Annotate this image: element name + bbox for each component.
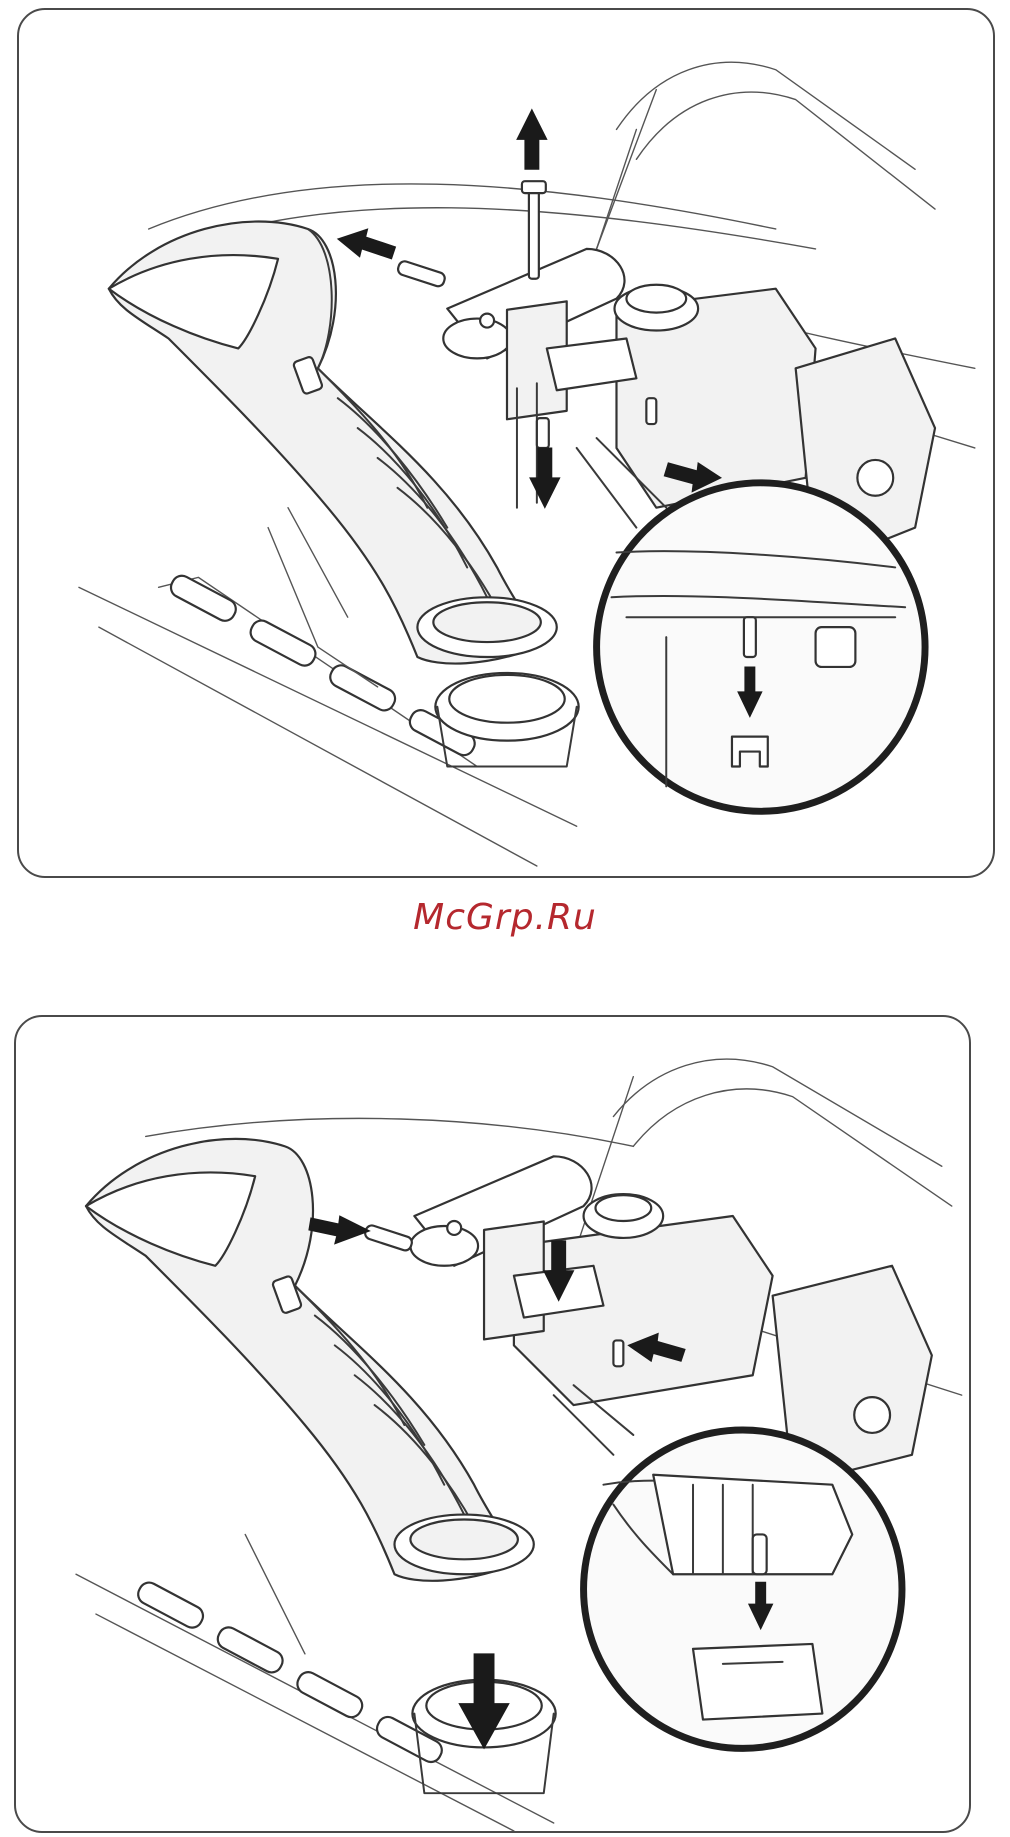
- illustration-panel-removal: [17, 8, 995, 878]
- detail-magnifier: [584, 1430, 902, 1748]
- illustration-panel-installation: [14, 1015, 971, 1833]
- watermark-logo: McGrp.Ru: [0, 893, 1010, 943]
- detail-magnifier: [597, 483, 925, 811]
- chute-installation-drawing: [16, 1017, 969, 1831]
- arrow-down-icon: [530, 448, 560, 508]
- chute-removal-drawing: [19, 10, 993, 876]
- arrow-right-icon: [309, 1216, 370, 1244]
- watermark-text: McGrp.Ru: [413, 897, 597, 938]
- arrow-left-icon: [338, 229, 396, 259]
- arrow-up-icon: [517, 110, 547, 170]
